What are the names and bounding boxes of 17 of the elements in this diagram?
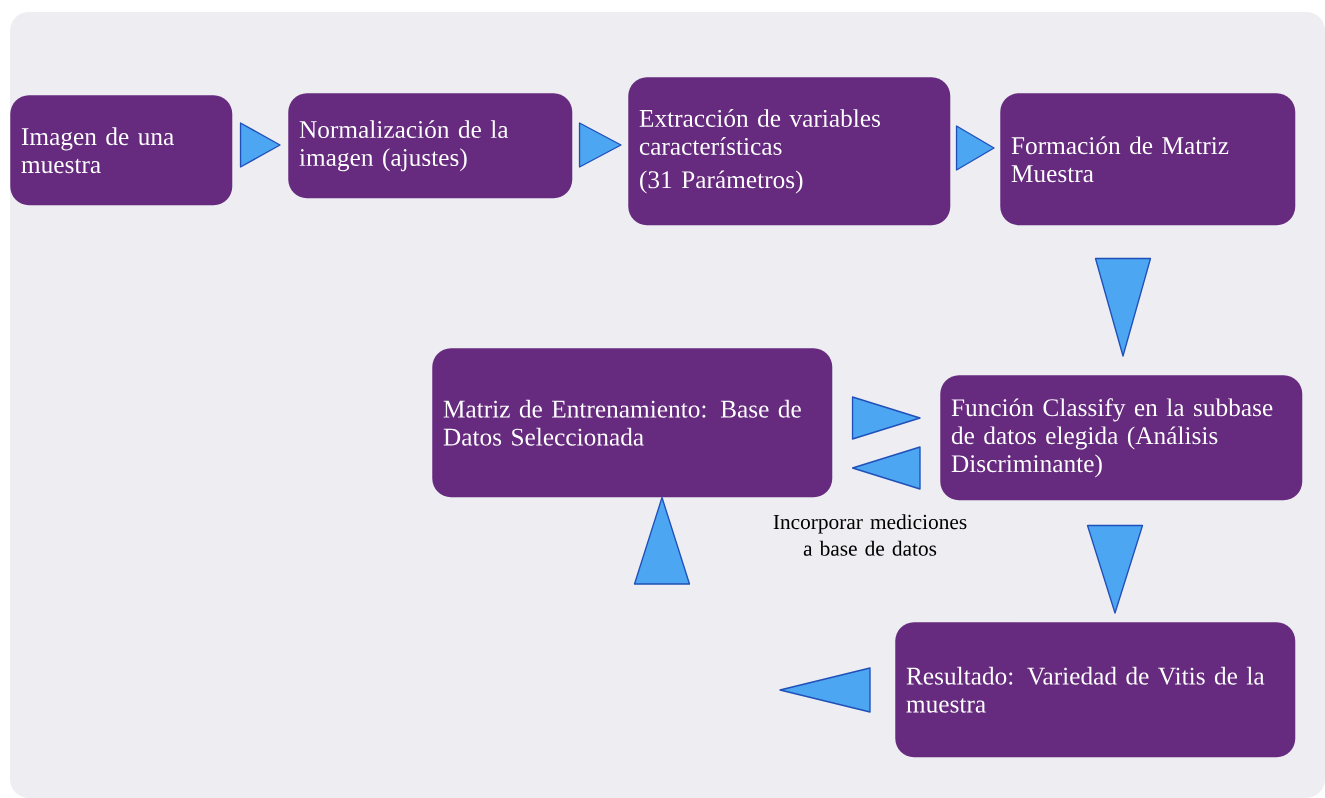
- triangle-arrow: [239, 122, 281, 168]
- process-box: Matriz de Entrenamiento: Base de Datos Seleccionada: [432, 348, 833, 498]
- process-box: Función Classify en la subbase de datos elegida (Análisis Discriminante): [940, 375, 1303, 501]
- process-box: Formación de Matriz Muestra: [1000, 93, 1296, 226]
- process-box: Normalización de la imagen (ajustes): [288, 93, 573, 199]
- triangle-arrow: [851, 446, 921, 490]
- triangle-arrow: [1094, 257, 1152, 357]
- process-box: Extracción de variables características (31 Parámetros): [628, 77, 951, 226]
- triangle-arrow: [955, 125, 995, 171]
- triangle-arrow: [851, 396, 921, 440]
- triangle-arrow: [578, 122, 622, 168]
- triangle-arrow: [1086, 524, 1144, 614]
- note-text: Incorporar mediciones a base de datos: [773, 514, 967, 556]
- process-box: Resultado: Variedad de Vitis de la muestra: [895, 622, 1296, 758]
- process-box: Imagen de una muestra: [10, 95, 233, 206]
- triangle-arrow: [633, 496, 691, 585]
- triangle-arrow: [779, 667, 871, 713]
